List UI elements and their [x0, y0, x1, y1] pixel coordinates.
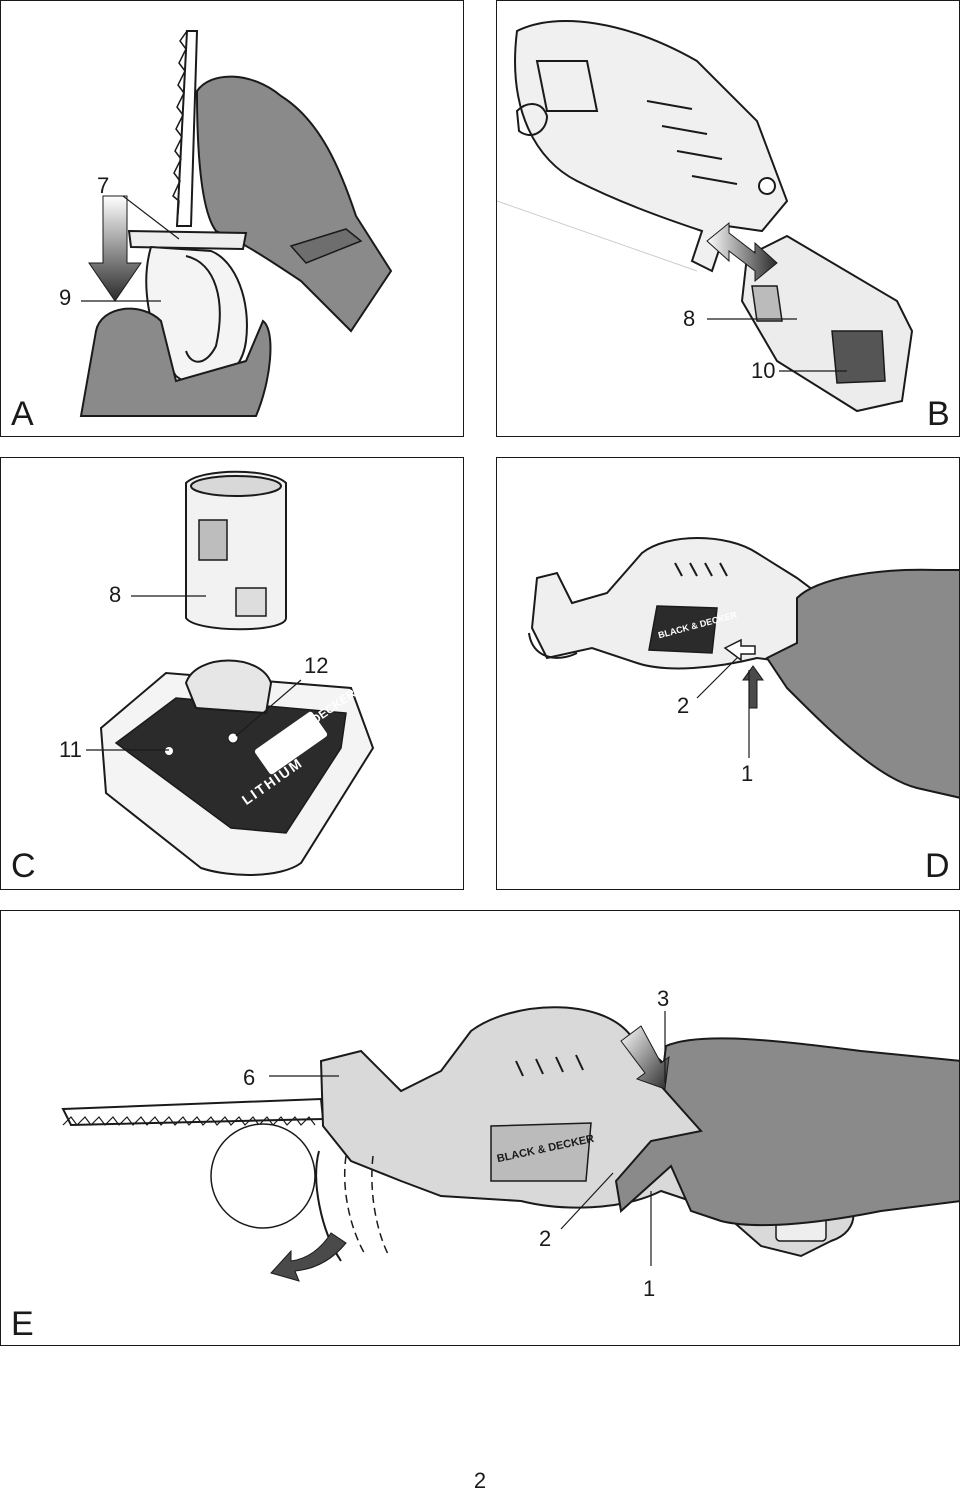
callout-3: 3: [657, 986, 670, 1011]
panel-letter-b: B: [927, 395, 950, 433]
figure-panel-d: BLACK & DECKER 2 1 D: [496, 457, 960, 890]
callout-7: 7: [97, 173, 110, 198]
callout-1: 1: [643, 1276, 656, 1301]
callout-2: 2: [539, 1226, 552, 1251]
panel-letter-c: C: [11, 847, 36, 885]
panel-letter-e: E: [11, 1305, 34, 1343]
blade-insertion-illustration: [79, 30, 393, 417]
figure-panel-e: BLACK & DECKER 3 6 2 1 E: [0, 910, 960, 1346]
figure-panel-a: 7 9 A: [0, 0, 464, 437]
callout-1: 1: [741, 761, 754, 786]
panel-letter-a: A: [11, 395, 34, 433]
figure-panel-b: 8 10 B: [496, 0, 960, 437]
figure-panel-c: BLACK & DECKER LITHIUM 8 12 11 C: [0, 457, 464, 890]
battery-insertion-illustration: [497, 20, 914, 413]
operation-illustration: [61, 1006, 959, 1282]
callout-8: 8: [683, 306, 696, 331]
lock-off-illustration: [528, 537, 959, 799]
callout-8: 8: [109, 582, 122, 607]
callout-10: 10: [751, 358, 776, 383]
callout-11: 11: [59, 737, 82, 762]
callout-6: 6: [243, 1065, 256, 1090]
page-number: 2: [473, 1468, 487, 1493]
callout-12: 12: [304, 653, 329, 678]
panel-letter-d: D: [925, 847, 950, 885]
charger-illustration: [86, 470, 375, 876]
callout-2: 2: [677, 693, 690, 718]
callout-9: 9: [59, 285, 72, 310]
